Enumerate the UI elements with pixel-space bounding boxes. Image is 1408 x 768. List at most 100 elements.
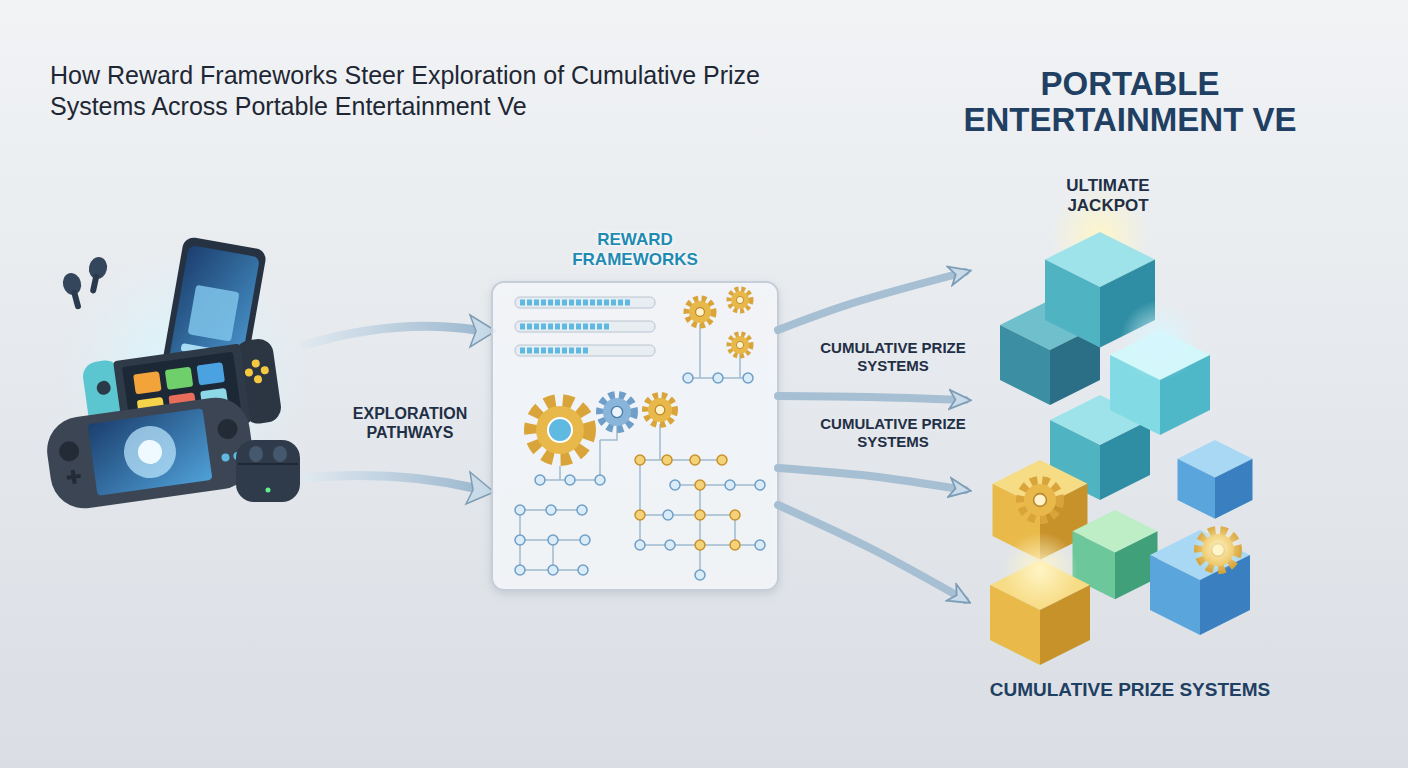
network-dot [730, 540, 740, 550]
status-light [266, 488, 271, 493]
network-dot [695, 510, 705, 520]
thumb-stick [216, 418, 239, 441]
earbud-stem [90, 273, 100, 294]
network-lines [520, 324, 760, 575]
network-dot [565, 475, 575, 485]
network-nodes [635, 455, 740, 550]
network-dot [670, 480, 680, 490]
network-dot [730, 510, 740, 520]
glow [1002, 532, 1078, 608]
panel-frame [492, 282, 778, 590]
flow-arrow [778, 505, 965, 600]
console-body [43, 393, 258, 512]
handheld-console [43, 393, 258, 512]
network-dot [743, 373, 753, 383]
screen-card [188, 285, 240, 342]
glow [1194, 524, 1242, 572]
button [260, 366, 269, 375]
network-dot [665, 540, 675, 550]
network-dot [695, 540, 705, 550]
earbud-head [273, 446, 287, 462]
network-dot [690, 455, 700, 465]
pathway-arrow [305, 326, 476, 345]
progress-fill [520, 300, 630, 306]
gear-icon [1021, 481, 1059, 519]
glow [1120, 300, 1200, 380]
network-dot [580, 535, 590, 545]
network-dot [578, 565, 588, 575]
network-dot [548, 535, 558, 545]
diagram-title: How Reward Frameworks Steer Exploration … [50, 60, 810, 123]
progress-bar [515, 345, 655, 356]
stack-caption: CUMULATIVE PRIZE SYSTEMS [965, 678, 1295, 702]
edge-label: CUMULATIVE PRIZE SYSTEMS [818, 338, 968, 376]
screen-tile [133, 371, 162, 394]
earbud [84, 255, 109, 295]
network-dot [546, 505, 556, 515]
network-nodes [515, 373, 765, 580]
progress-bar [515, 321, 655, 332]
d-pad [71, 470, 77, 484]
earbud-case [236, 440, 300, 502]
flow-arrow [778, 396, 965, 400]
pathway-label: EXPLORATION PATHWAYS [340, 404, 480, 442]
flow-arrow [778, 468, 965, 490]
earbud-head [249, 446, 263, 462]
network-dot [695, 570, 705, 580]
network-dot [663, 510, 673, 520]
network-dot [635, 510, 645, 520]
screen-tile [196, 362, 225, 385]
gear-icon [729, 334, 751, 356]
network-dot [635, 455, 645, 465]
screen-glow [136, 438, 163, 465]
gear-icon [687, 299, 713, 325]
pathway-arrows [305, 315, 496, 504]
console-screen [88, 408, 213, 495]
button [253, 375, 262, 384]
panel-artwork [492, 282, 778, 590]
network-dot [635, 540, 645, 550]
network-dot [713, 373, 723, 383]
network-dot [695, 480, 705, 490]
network-dot [725, 480, 735, 490]
jackpot-label: ULTIMATE JACKPOT [1038, 176, 1178, 217]
progress-fill [520, 324, 610, 330]
gear-icon [729, 289, 751, 311]
network-dot [548, 565, 558, 575]
network-dot [515, 505, 525, 515]
network-dot [683, 373, 693, 383]
cube-stack [990, 186, 1253, 665]
framework-panel: REWARD FRAMEWORKS [492, 228, 778, 590]
prize-stack: ULTIMATE JACKPOT CUMULATIVE PRIZE SYSTEMS [965, 170, 1299, 710]
network-dot [595, 475, 605, 485]
thumb-stick [96, 380, 112, 396]
screen-tile [165, 367, 194, 390]
panel-heading: REWARD FRAMEWORKS [560, 230, 710, 270]
thumb-stick [58, 440, 81, 463]
section-heading: PORTABLE ENTERTAINMENT VE [930, 66, 1330, 139]
arrow-head [466, 472, 494, 504]
progress-fill [520, 348, 590, 354]
gear-icon [646, 396, 675, 425]
button [221, 453, 230, 462]
gear-icon [531, 401, 589, 459]
button [244, 368, 253, 377]
gear-center [548, 418, 572, 442]
network-dot [515, 565, 525, 575]
button [251, 359, 260, 368]
network-dot [717, 455, 727, 465]
gear-icon [600, 395, 634, 429]
network-line [520, 510, 585, 570]
case-body [236, 440, 300, 502]
device-group [43, 236, 310, 513]
progress-bar [515, 297, 655, 308]
network-dot [515, 535, 525, 545]
flow-arrow [778, 272, 965, 330]
network-dot [535, 475, 545, 485]
pathway-arrow [305, 476, 474, 488]
network-line [640, 424, 760, 575]
edge-label: CUMULATIVE PRIZE SYSTEMS [818, 414, 968, 452]
network-dot [755, 540, 765, 550]
